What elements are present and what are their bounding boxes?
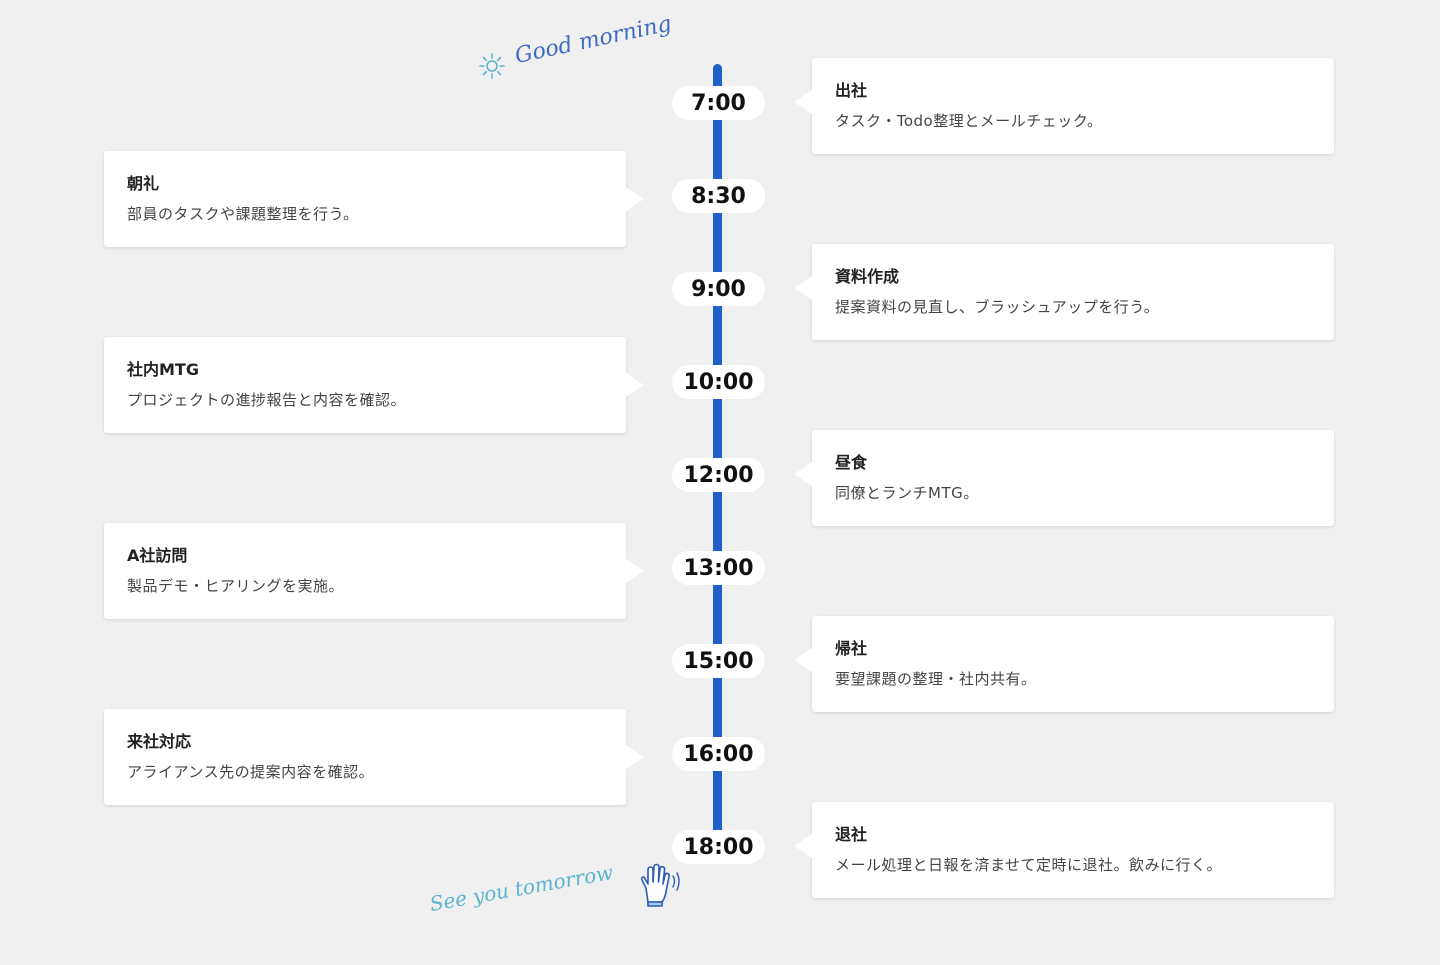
schedule-card: 昼食 同僚とランチMTG。	[794, 430, 1334, 526]
time-label: 9:00	[672, 272, 765, 306]
time-label: 10:00	[672, 365, 765, 399]
schedule-description: 要望課題の整理・社内共有。	[835, 670, 1037, 688]
schedule-title: 出社	[835, 81, 868, 100]
schedule-title: 来社対応	[127, 732, 192, 751]
schedule-title: 資料作成	[835, 267, 900, 286]
schedule-card: 社内MTG プロジェクトの進捗報告と内容を確認。	[104, 337, 644, 433]
schedule-title: 朝礼	[127, 174, 160, 193]
time-label: 13:00	[672, 551, 765, 585]
time-label: 8:30	[672, 179, 765, 213]
good-morning-text: Good morning	[512, 11, 674, 69]
time-label: 15:00	[672, 644, 765, 678]
see-you-tomorrow-text: See you tomorrow	[427, 860, 615, 916]
waving-hand-icon	[640, 863, 680, 907]
schedule-description: プロジェクトの進捗報告と内容を確認。	[127, 391, 407, 409]
schedule-description: 同僚とランチMTG。	[835, 484, 979, 502]
schedule-card: A社訪問 製品デモ・ヒアリングを実施。	[104, 523, 644, 619]
schedule-description: 提案資料の見直し、ブラッシュアップを行う。	[835, 298, 1160, 316]
schedule-card: 朝礼 部員のタスクや課題整理を行う。	[104, 151, 644, 247]
schedule-description: タスク・Todo整理とメールチェック。	[835, 112, 1103, 130]
schedule-title: 退社	[835, 825, 868, 844]
schedule-title: 社内MTG	[127, 360, 199, 379]
schedule-card: 資料作成 提案資料の見直し、ブラッシュアップを行う。	[794, 244, 1334, 340]
schedule-card: 帰社 要望課題の整理・社内共有。	[794, 616, 1334, 712]
time-label: 18:00	[672, 830, 765, 864]
time-label: 7:00	[672, 86, 765, 120]
time-label: 12:00	[672, 458, 765, 492]
schedule-card: 来社対応 アライアンス先の提案内容を確認。	[104, 709, 644, 805]
schedule-title: 帰社	[835, 639, 868, 658]
schedule-card: 退社 メール処理と日報を済ませて定時に退社。飲みに行く。	[794, 802, 1334, 898]
good-morning-decoration: Good morning	[476, 11, 696, 94]
schedule-card: 出社 タスク・Todo整理とメールチェック。	[794, 58, 1334, 154]
schedule-title: 昼食	[835, 453, 868, 472]
sun-icon	[479, 53, 505, 79]
timeline-axis	[713, 64, 722, 846]
time-label: 16:00	[672, 737, 765, 771]
schedule-description: 部員のタスクや課題整理を行う。	[127, 205, 359, 223]
schedule-description: アライアンス先の提案内容を確認。	[127, 763, 375, 781]
schedule-description: 製品デモ・ヒアリングを実施。	[127, 577, 345, 595]
schedule-description: メール処理と日報を済ませて定時に退社。飲みに行く。	[835, 856, 1223, 874]
schedule-title: A社訪問	[127, 546, 188, 565]
see-you-tomorrow-decoration: See you tomorrow	[427, 860, 700, 940]
